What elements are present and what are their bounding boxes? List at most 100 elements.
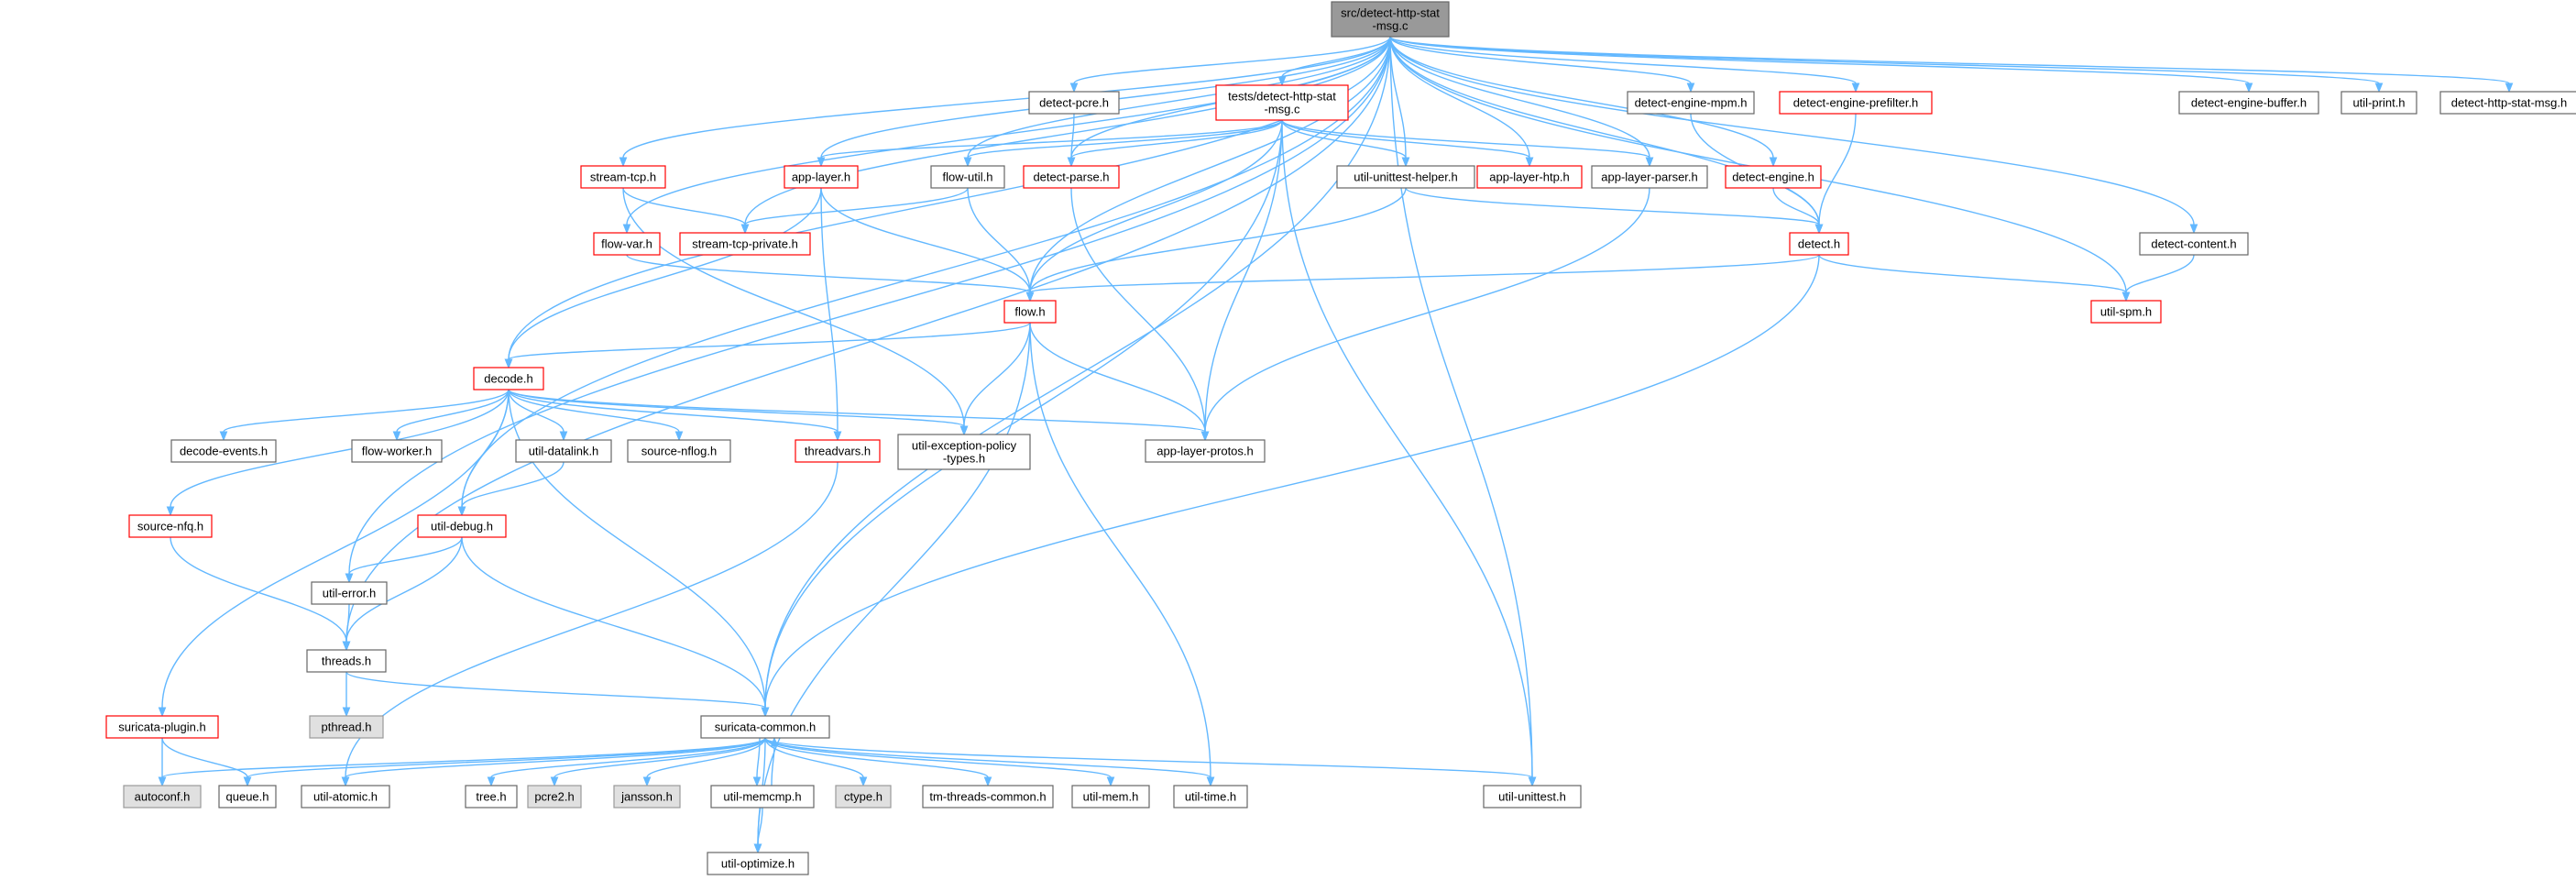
node-flow-worker[interactable]: flow-worker.h: [351, 439, 443, 463]
edge-util-memcmp-to-suricata-common: [771, 745, 775, 786]
edge-root-to-detect-pcre: [1073, 36, 1391, 84]
edge-flow-var-to-flow: [626, 254, 1031, 293]
node-util-error[interactable]: util-error.h: [311, 581, 388, 605]
node-detect-engine-buffer[interactable]: detect-engine-buffer.h: [2178, 91, 2319, 115]
edge-arrowhead-suricata-common-to-util-unittest: [1528, 776, 1537, 787]
node-label-util-unittest-helper-line-0: util-unittest-helper.h: [1354, 170, 1457, 184]
edge-decode-to-util-exception-policy: [508, 389, 965, 427]
node-util-optimize[interactable]: util-optimize.h: [707, 852, 809, 875]
node-box-util-error: [311, 581, 388, 605]
node-box-pcre2: [527, 785, 582, 808]
node-label-stream-tcp-line-0: stream-tcp.h: [590, 170, 656, 184]
node-label-app-layer-parser-line-0: app-layer-parser.h: [1601, 170, 1698, 184]
node-threadvars[interactable]: threadvars.h: [795, 439, 881, 463]
edge-flow-to-util-optimize: [757, 322, 1031, 845]
edge-detect-engine-prefilter-to-detect: [1818, 113, 1857, 226]
node-decode[interactable]: decode.h: [473, 367, 544, 390]
node-stream-tcp[interactable]: stream-tcp.h: [580, 165, 666, 189]
node-pthread[interactable]: pthread.h: [309, 715, 384, 739]
edge-arrowhead-tests-to-app-layer: [817, 157, 826, 168]
edge-suricata-common-to-util-memcmp: [756, 737, 761, 778]
node-suricata-plugin[interactable]: suricata-plugin.h: [105, 715, 219, 739]
node-app-layer-parser[interactable]: app-layer-parser.h: [1591, 165, 1708, 189]
edge-stream-tcp-to-stream-tcp-private: [622, 187, 746, 226]
node-ctype[interactable]: ctype.h: [835, 785, 892, 808]
node-util-debug[interactable]: util-debug.h: [417, 514, 507, 538]
node-util-exception-policy[interactable]: util-exception-policy-types.h: [897, 434, 1031, 470]
node-autoconf[interactable]: autoconf.h: [123, 785, 202, 808]
edge-threads-to-suricata-common: [345, 671, 766, 709]
edge-decode-to-suricata-common: [508, 389, 766, 709]
edge-arrowhead-root-to-flow-var: [622, 224, 631, 235]
node-pcre2[interactable]: pcre2.h: [527, 785, 582, 808]
edge-root-to-detect-http-stat-msg-h: [1389, 36, 2510, 84]
node-root[interactable]: src/detect-http-stat-msg.c: [1331, 1, 1450, 38]
node-box-util-exception-policy: [897, 434, 1031, 470]
node-box-autoconf: [123, 785, 202, 808]
edge-arrowhead-suricata-common-to-autoconf: [158, 776, 167, 787]
node-tm-threads-common[interactable]: tm-threads-common.h: [922, 785, 1054, 808]
node-detect-engine[interactable]: detect-engine.h: [1725, 165, 1822, 189]
edge-tests-to-app-layer-protos: [1204, 119, 1283, 433]
node-box-util-datalink: [515, 439, 612, 463]
node-stream-tcp-private[interactable]: stream-tcp-private.h: [679, 232, 811, 256]
node-queue[interactable]: queue.h: [218, 785, 277, 808]
node-util-mem[interactable]: util-mem.h: [1071, 785, 1150, 808]
node-suricata-common[interactable]: suricata-common.h: [700, 715, 830, 739]
edge-detect-content-to-util-spm: [2125, 254, 2195, 293]
edge-root-to-flow-var: [626, 36, 1391, 226]
node-util-time[interactable]: util-time.h: [1173, 785, 1248, 808]
node-detect-http-stat-msg-h[interactable]: detect-http-stat-msg.h: [2439, 91, 2576, 115]
node-app-layer[interactable]: app-layer.h: [784, 165, 859, 189]
node-box-suricata-common: [700, 715, 830, 739]
edge-suricata-common-to-tm-threads-common: [764, 737, 989, 778]
node-flow[interactable]: flow.h: [1003, 300, 1057, 324]
node-box-detect-content: [2139, 232, 2249, 256]
node-detect-engine-mpm[interactable]: detect-engine-mpm.h: [1627, 91, 1755, 115]
node-util-spm[interactable]: util-spm.h: [2090, 300, 2162, 324]
node-util-unittest[interactable]: util-unittest.h: [1483, 785, 1582, 808]
node-source-nfq[interactable]: source-nfq.h: [128, 514, 213, 538]
node-app-layer-protos[interactable]: app-layer-protos.h: [1145, 439, 1266, 463]
node-threads[interactable]: threads.h: [306, 649, 387, 673]
node-jansson[interactable]: jansson.h: [613, 785, 681, 808]
node-label-util-time-line-0: util-time.h: [1185, 790, 1236, 804]
edge-util-unittest-helper-to-flow: [1029, 187, 1407, 293]
node-flow-var[interactable]: flow-var.h: [593, 232, 661, 256]
node-detect-pcre[interactable]: detect-pcre.h: [1028, 91, 1120, 115]
node-source-nflog[interactable]: source-nflog.h: [627, 439, 731, 463]
node-detect-parse[interactable]: detect-parse.h: [1023, 165, 1120, 189]
node-label-util-atomic-line-0: util-atomic.h: [313, 790, 378, 804]
node-util-datalink[interactable]: util-datalink.h: [515, 439, 612, 463]
node-util-atomic[interactable]: util-atomic.h: [301, 785, 390, 808]
node-util-print[interactable]: util-print.h: [2340, 91, 2417, 115]
node-detect-content[interactable]: detect-content.h: [2139, 232, 2249, 256]
node-box-app-layer-htp: [1476, 165, 1583, 189]
node-detect-engine-prefilter[interactable]: detect-engine-prefilter.h: [1779, 91, 1933, 115]
node-box-detect-engine: [1725, 165, 1822, 189]
node-flow-util[interactable]: flow-util.h: [930, 165, 1005, 189]
node-label-detect-engine-mpm-line-0: detect-engine-mpm.h: [1635, 96, 1748, 110]
node-app-layer-htp[interactable]: app-layer-htp.h: [1476, 165, 1583, 189]
node-decode-events[interactable]: decode-events.h: [170, 439, 277, 463]
node-label-flow-util-line-0: flow-util.h: [943, 170, 993, 184]
edge-arrowhead-decode-to-source-nfq: [166, 506, 175, 517]
node-box-detect-engine-buffer: [2178, 91, 2319, 115]
node-label-threadvars-line-0: threadvars.h: [805, 445, 871, 458]
node-util-memcmp[interactable]: util-memcmp.h: [710, 785, 815, 808]
node-box-ctype: [835, 785, 892, 808]
edge-arrowhead-flow-to-decode: [504, 358, 513, 369]
node-box-tree: [465, 785, 518, 808]
node-util-unittest-helper[interactable]: util-unittest-helper.h: [1336, 165, 1475, 189]
edge-arrowhead-suricata-common-to-jansson: [642, 776, 652, 787]
node-label-util-datalink-line-0: util-datalink.h: [529, 445, 599, 458]
edge-arrowhead-suricata-common-to-pcre2: [550, 776, 559, 787]
node-label-flow-line-0: flow.h: [1014, 305, 1045, 319]
node-tree[interactable]: tree.h: [465, 785, 518, 808]
node-label-tests-line-0: tests/detect-http-stat: [1228, 90, 1336, 104]
node-detect[interactable]: detect.h: [1789, 232, 1849, 256]
node-box-tm-threads-common: [922, 785, 1054, 808]
node-box-util-memcmp: [710, 785, 815, 808]
node-tests[interactable]: tests/detect-http-stat-msg.c: [1215, 84, 1349, 121]
edge-decode-to-decode-events: [223, 389, 510, 433]
